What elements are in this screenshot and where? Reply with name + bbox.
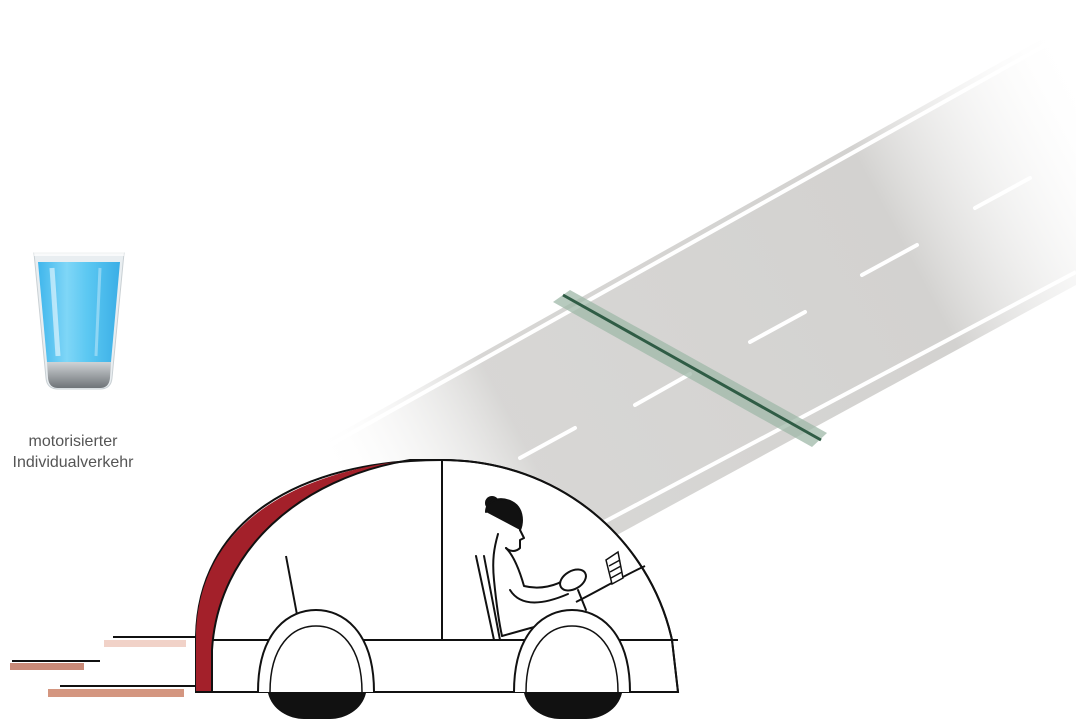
front-tire [524, 693, 622, 719]
water-glass-icon [34, 252, 124, 389]
transport-mode-label: motorisierter Individualverkehr [0, 431, 156, 473]
label-line-1: motorisierter [0, 431, 156, 452]
speed-lines [10, 637, 200, 697]
label-line-2: Individualverkehr [0, 452, 156, 473]
rear-tire [268, 693, 366, 719]
